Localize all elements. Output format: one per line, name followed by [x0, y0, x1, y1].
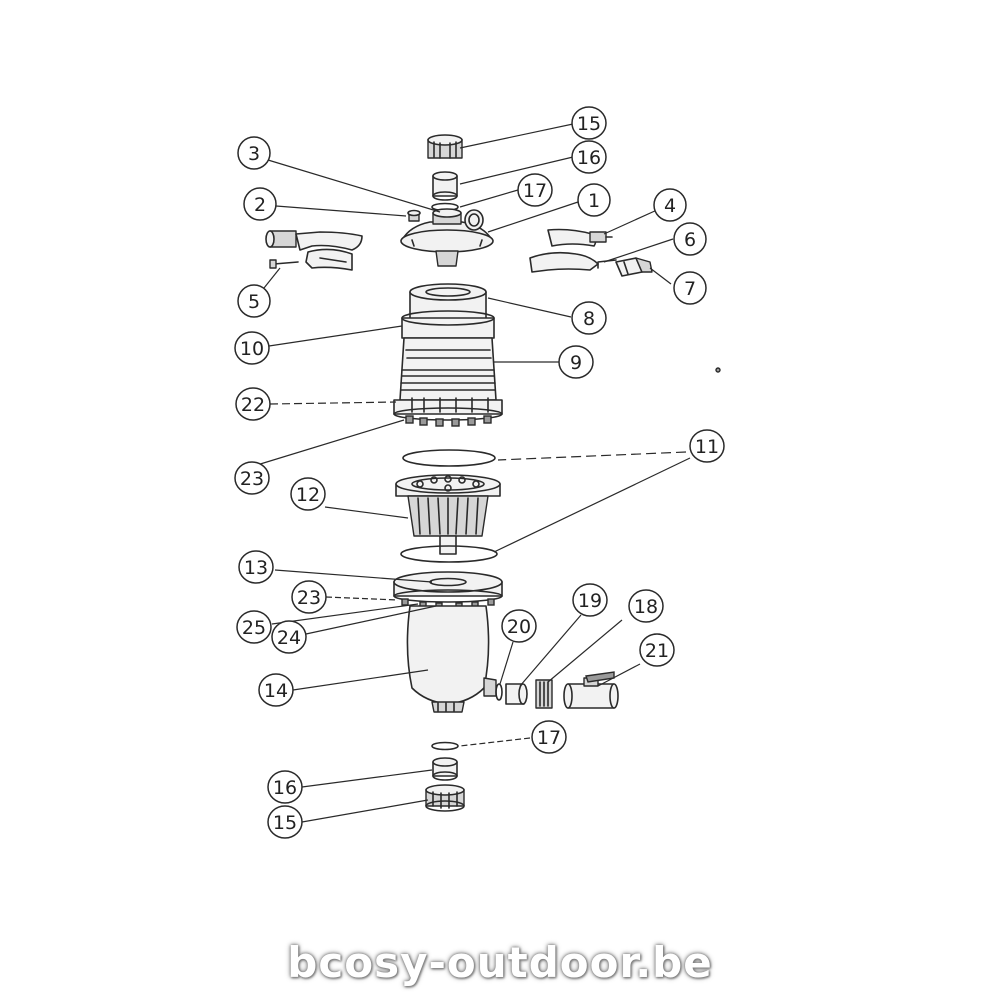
callout-25: 25: [236, 610, 272, 644]
callout-label: 24: [277, 627, 301, 649]
part-gasket-upper: [402, 449, 496, 467]
callout-3: 3: [237, 136, 271, 170]
callout-9: 9: [558, 345, 594, 379]
callout-label: 17: [523, 180, 547, 202]
callout-label: 8: [583, 308, 595, 330]
callout-19: 19: [572, 583, 608, 617]
part-filter-lid: [400, 208, 494, 267]
part-filter-cartridge: [393, 283, 503, 427]
callout-label: 12: [296, 484, 320, 506]
callout-label: 5: [248, 291, 260, 313]
callout-6: 6: [673, 222, 707, 256]
callout-label: 3: [248, 143, 260, 165]
callout-label: 21: [645, 640, 669, 662]
callout-label: 18: [634, 596, 658, 618]
callout-label: 1: [588, 190, 600, 212]
callout-5: 5: [237, 284, 271, 318]
callout-2: 2: [243, 187, 277, 221]
part-pin: [597, 259, 617, 269]
callout-18: 18: [628, 589, 664, 623]
part-side-union-nut: [535, 679, 553, 709]
callout-label: 6: [684, 229, 696, 251]
callout-4: 4: [653, 188, 687, 222]
part-vent-screw: [407, 209, 421, 222]
part-side-oring: [495, 683, 503, 701]
callout-label: 7: [684, 278, 696, 300]
part-union-nut-top: [427, 134, 463, 159]
callout-label: 15: [577, 113, 601, 135]
callout-17-top: 17: [517, 173, 553, 207]
part-clamp-left: [265, 230, 363, 271]
part-gasket-lower: [400, 545, 498, 563]
callout-label: 9: [570, 352, 582, 374]
part-union-nut-bottom: [425, 784, 465, 812]
callout-10: 10: [234, 331, 270, 365]
callout-14: 14: [258, 673, 294, 707]
callout-15-top: 15: [571, 106, 607, 140]
callout-1: 1: [577, 183, 611, 217]
callout-7: 7: [673, 271, 707, 305]
part-o-ring-bottom: [431, 741, 459, 751]
callout-16-top: 16: [571, 140, 607, 174]
part-clamp-screw-left: [269, 259, 299, 269]
part-tail-piece-bottom: [432, 757, 458, 781]
watermark-text: bcosy-outdoor.be: [287, 938, 713, 987]
callout-label: 11: [695, 436, 719, 458]
callout-label: 4: [664, 195, 676, 217]
callout-23-upper: 23: [234, 461, 270, 495]
callout-12: 12: [290, 477, 326, 511]
callout-label: 15: [273, 812, 297, 834]
callout-label: 23: [240, 468, 264, 490]
callout-label: 20: [507, 616, 531, 638]
callout-label: 25: [242, 617, 266, 639]
part-drain-tail: [615, 257, 653, 277]
callout-label: 16: [577, 147, 601, 169]
callout-8: 8: [571, 301, 607, 335]
callout-21: 21: [639, 633, 675, 667]
callout-label: 10: [240, 338, 264, 360]
callout-17-bottom: 17: [531, 720, 567, 754]
callout-23-lower: 23: [291, 580, 327, 614]
callout-15-bottom: 15: [267, 805, 303, 839]
callout-22: 22: [235, 387, 271, 421]
callout-label: 16: [273, 777, 297, 799]
callout-label: 13: [244, 557, 268, 579]
part-side-tail-piece: [505, 683, 528, 705]
callout-label: 23: [297, 587, 321, 609]
part-filter-tank: [393, 571, 503, 713]
callout-label: 2: [254, 194, 266, 216]
leader-lines: [255, 123, 691, 823]
callout-20: 20: [501, 609, 537, 643]
part-tail-piece-top: [432, 171, 458, 201]
callout-24: 24: [271, 620, 307, 654]
callout-label: 19: [578, 590, 602, 612]
callout-16-bottom: 16: [267, 770, 303, 804]
callout-label: 14: [264, 680, 288, 702]
part-ball-valve: [563, 671, 619, 709]
callout-11: 11: [689, 429, 725, 463]
part-lateral-basket: [395, 474, 501, 555]
callout-label: 22: [241, 394, 265, 416]
callout-label: 17: [537, 727, 561, 749]
part-clamp-right: [529, 228, 613, 273]
callout-13: 13: [238, 550, 274, 584]
small-dot-mark: [715, 367, 721, 373]
